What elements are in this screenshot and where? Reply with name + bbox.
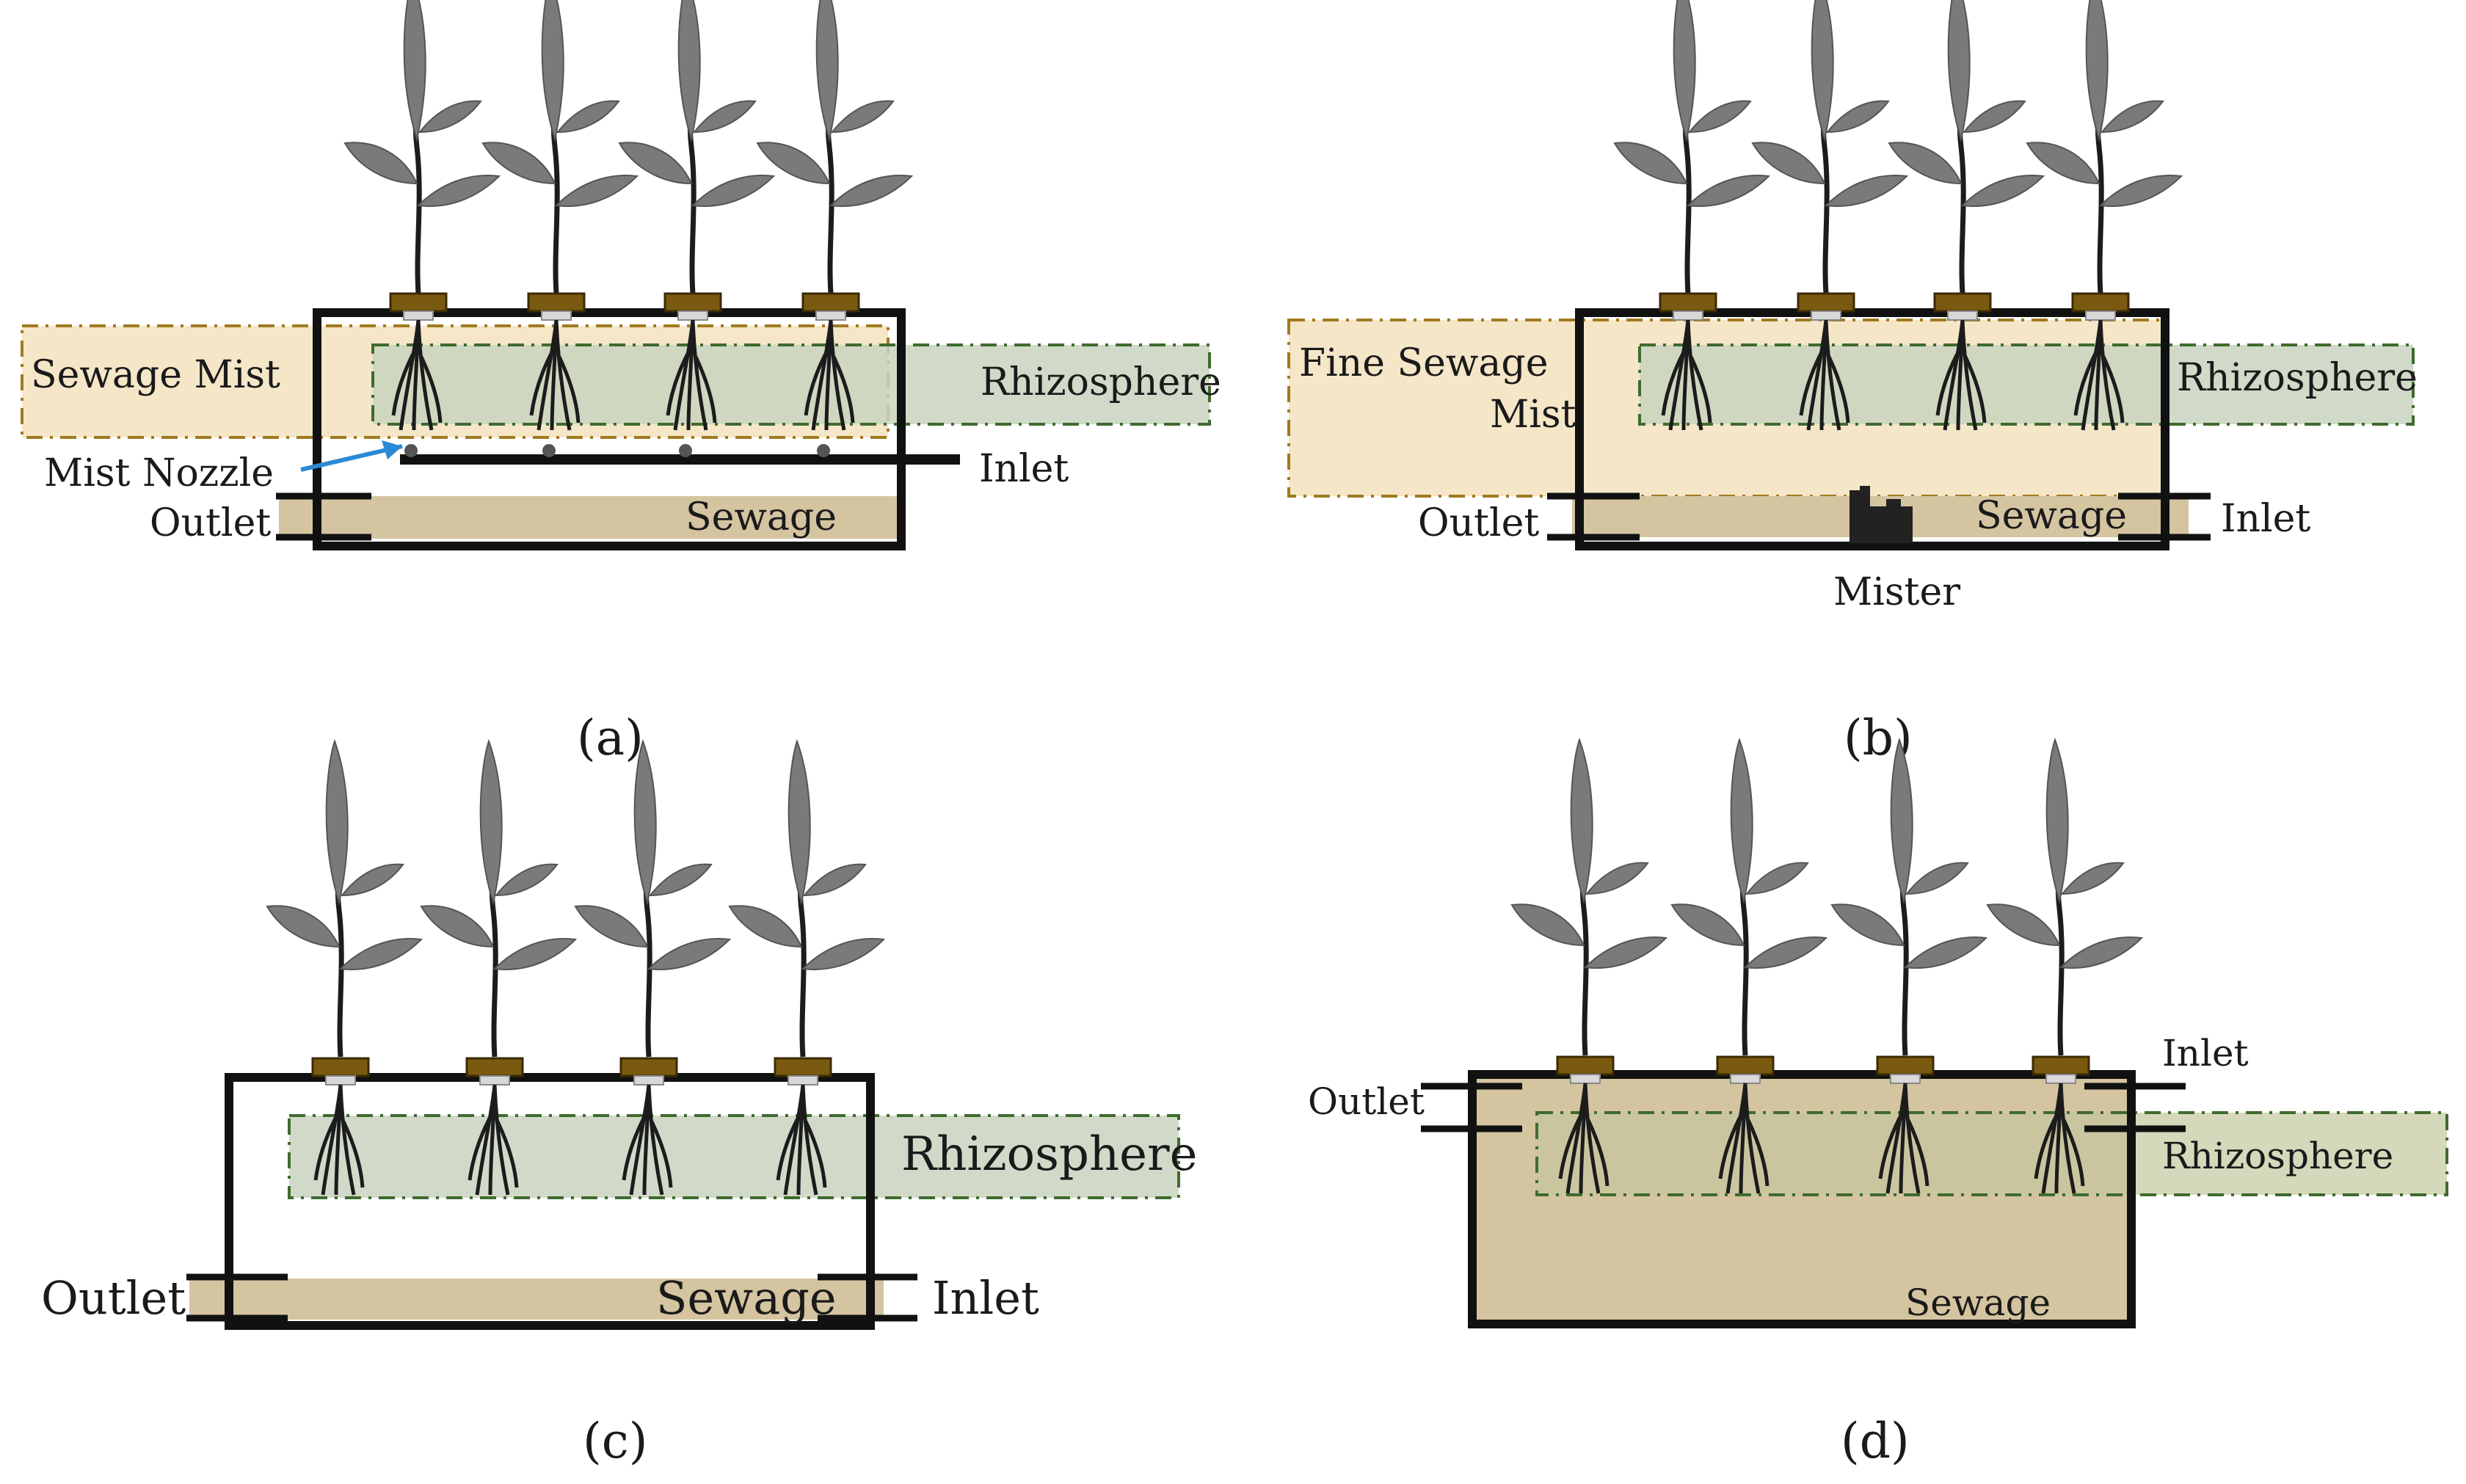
label-rhizosphere: Rhizosphere [2177, 356, 2418, 400]
label-fine-sewage-mist-2: Mist [1490, 393, 1576, 437]
label-rhizosphere: Rhizosphere [981, 360, 1221, 404]
rhizosphere-zone [1535, 1111, 2448, 1196]
mister-device [1849, 486, 1913, 543]
label-sewage: Sewage [656, 1271, 837, 1325]
label-inlet: Inlet [2162, 1032, 2249, 1074]
label-sewage: Sewage [1905, 1281, 2051, 1324]
tank [1468, 1070, 2136, 1328]
rhizosphere-zone [1638, 343, 2415, 426]
sewage-pool [189, 1279, 884, 1320]
caption-a: (a) [577, 710, 644, 766]
label-mister: Mister [1833, 570, 1960, 614]
label-inlet: Inlet [932, 1271, 1039, 1325]
panel-c: Rhizosphere Outlet Sewage Inlet (c) [41, 741, 1198, 1469]
tank [313, 308, 906, 550]
label-inlet: Inlet [2221, 497, 2310, 541]
label-sewage: Sewage [1976, 494, 2127, 538]
label-inlet: Inlet [979, 447, 1069, 491]
label-outlet: Outlet [1308, 1080, 1425, 1123]
rhizosphere-zone [371, 343, 1211, 426]
label-fine-sewage-mist-1: Fine Sewage [1299, 341, 1548, 385]
caption-d: (d) [1841, 1413, 1910, 1469]
tank [225, 1073, 875, 1330]
panel-a: Sewage Mist Rhizosphere Mist Nozzle Inle… [21, 0, 1221, 766]
caption-c: (c) [583, 1413, 647, 1469]
label-sewage-mist: Sewage Mist [31, 353, 280, 397]
tank [1575, 308, 2169, 550]
panel-d: Inlet Outlet Rhizosphere Sewage (d) [1308, 740, 2448, 1469]
label-sewage: Sewage [685, 495, 837, 539]
label-outlet: Outlet [41, 1271, 186, 1325]
sewage-pool [279, 496, 897, 539]
mist-nozzle-arrow [300, 440, 403, 472]
mist-nozzles [404, 444, 830, 457]
rhizosphere-zone [288, 1114, 1180, 1199]
panel-b: Fine Sewage Mist Rhizosphere Outlet Sewa… [1287, 0, 2418, 766]
label-outlet: Outlet [1418, 501, 1539, 545]
label-mist-nozzle: Mist Nozzle [44, 451, 274, 495]
label-rhizosphere: Rhizosphere [901, 1127, 1198, 1182]
label-rhizosphere: Rhizosphere [2162, 1135, 2393, 1177]
label-outlet: Outlet [150, 501, 271, 545]
